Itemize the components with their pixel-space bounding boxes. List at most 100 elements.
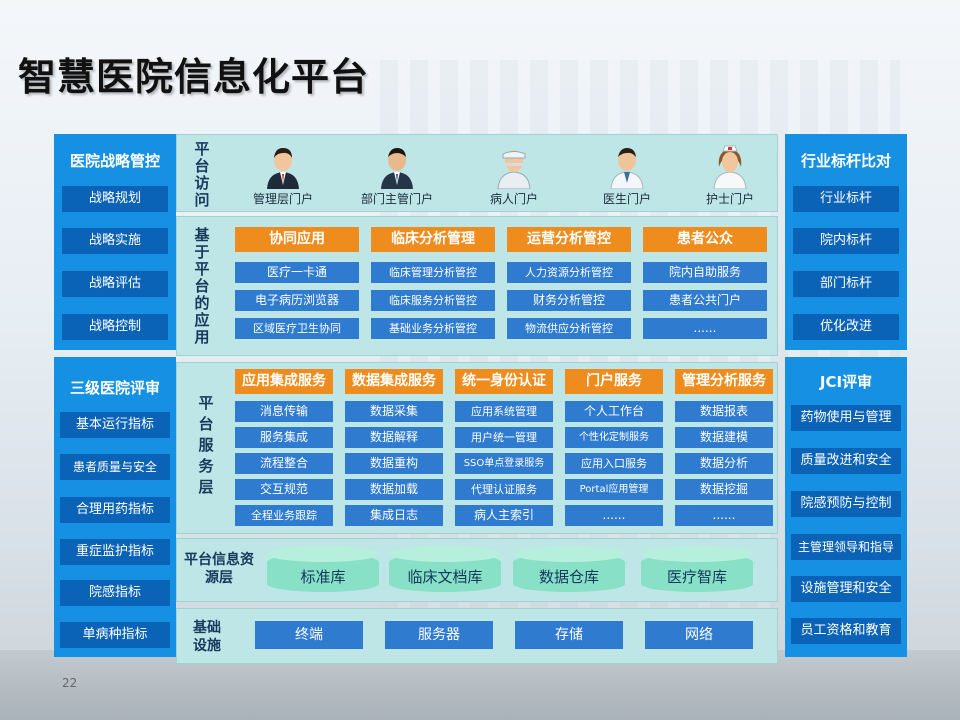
services-item: Portal应用管理 [565, 479, 663, 500]
services-item: 数据建模 [675, 427, 773, 448]
manager-avatar-icon [267, 148, 299, 189]
infrastructure-label: 基础设施 [193, 620, 221, 654]
apps-item: 院内自助服务 [643, 262, 767, 283]
jci-item: 质量改进和安全 [791, 448, 901, 474]
jci-item: 院感预防与控制 [791, 491, 901, 517]
services-item: 个人工作台 [565, 401, 663, 422]
portal-nurse: 护士门户 [690, 145, 770, 207]
benchmark-item: 院内标杆 [793, 228, 899, 254]
right-panel-jci: JCI评审 药物使用与管理 质量改进和安全 院感预防与控制 主管理领导和指导 设… [785, 357, 907, 657]
apps-header: 协同应用 [235, 227, 359, 252]
jci-item: 药物使用与管理 [791, 405, 901, 431]
services-header: 应用集成服务 [235, 369, 333, 394]
resource-data-warehouse: 数据仓库 [513, 546, 625, 596]
left-panel-strategy: 医院战略管控 战略规划 战略实施 战略评估 战略控制 [54, 134, 176, 350]
jci-item: 设施管理和安全 [791, 576, 901, 602]
infra-storage: 存储 [515, 621, 623, 649]
portal-department-head: 部门主管门户 [357, 145, 437, 207]
benchmark-item: 部门标杆 [793, 271, 899, 297]
services-item: 交互规范 [235, 479, 333, 500]
evaluation-item: 重症监护指标 [60, 539, 170, 565]
services-header: 管理分析服务 [675, 369, 773, 394]
portal-label: 管理层门户 [252, 192, 313, 206]
resource-label: 临床文档库 [407, 568, 483, 586]
services-item: 数据挖掘 [675, 479, 773, 500]
services-item: 应用系统管理 [455, 401, 553, 422]
apps-item: ...... [643, 318, 767, 339]
services-item: 集成日志 [345, 505, 443, 526]
left-panel-evaluation-title: 三级医院评审 [69, 379, 160, 397]
jci-item: 员工资格和教育 [791, 618, 901, 644]
services-item: 数据加载 [345, 479, 443, 500]
resource-standard-library: 标准库 [267, 546, 379, 596]
band-platform-apps: 基于平台的应用 协同应用 临床分析管理 运营分析管控 患者公众 医疗一卡通 电子… [176, 216, 778, 356]
benchmark-item: 行业标杆 [793, 186, 899, 212]
services-header: 数据集成服务 [345, 369, 443, 394]
services-item: 应用入口服务 [565, 453, 663, 474]
services-item: 数据重构 [345, 453, 443, 474]
evaluation-item: 院感指标 [60, 580, 170, 606]
evaluation-item: 单病种指标 [60, 622, 170, 648]
platform-access-label: 平台访问 [194, 140, 210, 209]
left-panel-evaluation: 三级医院评审 基本运行指标 患者质量与安全 合理用药指标 重症监护指标 院感指标… [54, 357, 176, 657]
platform-resources-label: 平台信息资源层 [184, 552, 254, 586]
services-item: 用户统一管理 [455, 427, 553, 448]
services-item: 消息传输 [235, 401, 333, 422]
resource-medical-knowledge: 医疗智库 [641, 546, 753, 596]
apps-header: 临床分析管理 [371, 227, 495, 252]
infra-terminal: 终端 [255, 621, 363, 649]
band-infrastructure: 基础设施 终端 服务器 存储 网络 [176, 608, 778, 664]
jci-item: 主管理领导和指导 [791, 534, 901, 560]
platform-services-label: 平台服务层 [198, 394, 214, 496]
services-header: 门户服务 [565, 369, 663, 394]
services-item: 个性化定制服务 [565, 427, 663, 448]
services-item: 数据解释 [345, 427, 443, 448]
doctor-avatar-icon [610, 148, 644, 189]
apps-item: 人力资源分析管控 [507, 262, 631, 283]
page-number: 22 [62, 676, 78, 690]
services-item: 全程业务跟踪 [235, 505, 333, 526]
services-item: ...... [675, 505, 773, 526]
resource-label: 标准库 [300, 568, 346, 586]
apps-item: 基础业务分析管控 [371, 318, 495, 339]
portal-manager: 管理层门户 [243, 145, 323, 207]
apps-item: 医疗一卡通 [235, 262, 359, 283]
strategy-item: 战略控制 [62, 314, 168, 340]
portal-label: 医生门户 [602, 192, 651, 206]
patient-avatar-icon [497, 150, 531, 189]
apps-item: 临床管理分析管控 [371, 262, 495, 283]
department-head-avatar-icon [381, 148, 413, 189]
apps-header: 运营分析管控 [507, 227, 631, 252]
evaluation-item: 合理用药指标 [60, 497, 170, 523]
services-item: SSO单点登录服务 [455, 453, 553, 474]
portal-label: 病人门户 [489, 192, 538, 206]
right-panel-benchmark-title: 行业标杆比对 [800, 152, 891, 170]
slide-title: 智慧医院信息化平台 [18, 55, 370, 99]
strategy-item: 战略规划 [62, 186, 168, 212]
apps-item: 患者公共门户 [643, 290, 767, 311]
resource-clinical-docs: 临床文档库 [389, 546, 501, 596]
services-item: 病人主索引 [455, 505, 553, 526]
services-item: 服务集成 [235, 427, 333, 448]
portal-patient: 病人门户 [474, 145, 554, 207]
resource-label: 数据仓库 [538, 568, 599, 586]
strategy-item: 战略评估 [62, 271, 168, 297]
infra-server: 服务器 [385, 621, 493, 649]
portal-doctor: 医生门户 [587, 145, 667, 207]
portal-label: 护士门户 [705, 192, 754, 206]
services-item: 代理认证服务 [455, 479, 553, 500]
services-item: ...... [565, 505, 663, 526]
nurse-avatar-icon [713, 145, 747, 189]
platform-architecture: 平台访问 管理层门户 部门主管门户 [176, 134, 778, 669]
band-platform-access: 平台访问 管理层门户 部门主管门户 [176, 134, 778, 212]
band-platform-resources: 平台信息资源层 标准库 临床文档库 数据仓库 医疗智库 [176, 538, 778, 602]
apps-item: 财务分析管控 [507, 290, 631, 311]
band-platform-services: 平台服务层 应用集成服务 数据集成服务 统一身份认证 门户服务 管理分析服务 消… [176, 362, 778, 534]
right-panel-benchmark: 行业标杆比对 行业标杆 院内标杆 部门标杆 优化改进 [785, 134, 907, 350]
evaluation-item: 患者质量与安全 [60, 454, 170, 480]
resource-label: 医疗智库 [666, 568, 727, 586]
services-item: 数据分析 [675, 453, 773, 474]
platform-apps-label: 基于平台的应用 [194, 226, 210, 346]
evaluation-item: 基本运行指标 [60, 412, 170, 438]
left-panel-strategy-title: 医院战略管控 [69, 152, 160, 170]
